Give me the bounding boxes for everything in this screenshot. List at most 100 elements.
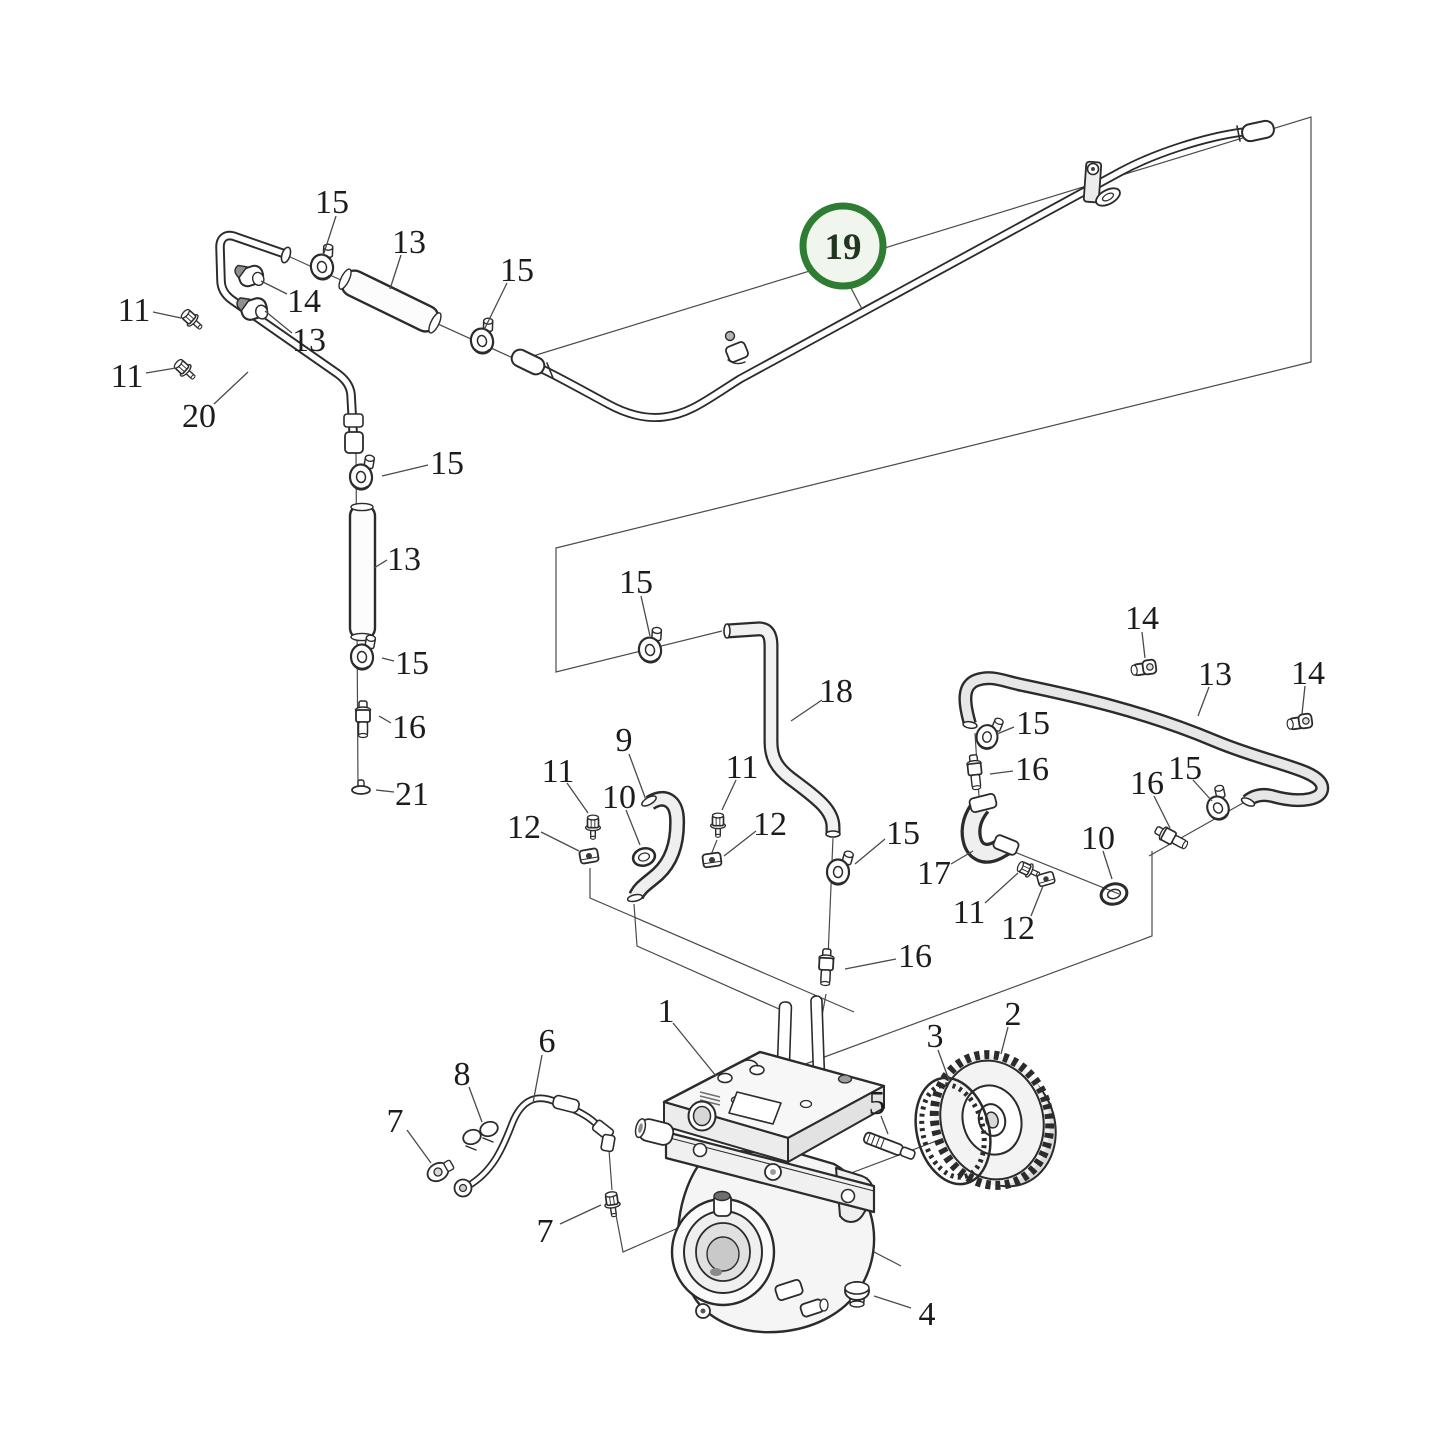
leader-line-15 [854, 838, 886, 865]
leader-line-8 [468, 1086, 483, 1123]
part-label-13: 13 [392, 224, 426, 261]
leader-line-13 [373, 559, 388, 569]
pipe-20 [215, 230, 364, 454]
hose-9 [626, 791, 686, 903]
leader-line-11 [152, 311, 182, 319]
hose-13-right [958, 671, 1330, 808]
fitting-14-b [1285, 712, 1314, 732]
fitting-16-d [1151, 822, 1191, 853]
leader-line-13 [1197, 686, 1210, 717]
elbow-hose-17 [960, 793, 1020, 864]
zone-outlines [519, 116, 1312, 1067]
fitting-14-a [1129, 658, 1158, 678]
part-label-7: 7 [387, 1103, 404, 1140]
leader-line-7 [559, 1204, 602, 1225]
clamp-15-f [825, 849, 856, 886]
leader-line-16 [378, 715, 392, 724]
part-label-15: 15 [500, 252, 534, 289]
leader-line-21 [375, 789, 395, 793]
compressor-assembly [634, 995, 886, 1334]
ring-10-a [629, 844, 659, 870]
fitting-16-b [816, 947, 836, 987]
part-label-15: 15 [315, 184, 349, 221]
part-label-12: 12 [507, 809, 541, 846]
part-label-12: 12 [753, 806, 787, 843]
leader-line-9 [628, 753, 647, 801]
leader-line-15 [322, 215, 337, 257]
leader-line-12 [540, 831, 580, 852]
shaft-5 [863, 1131, 916, 1160]
bolt-4 [844, 1281, 870, 1308]
pipe-18 [721, 621, 841, 839]
bolt-11-c [584, 814, 602, 841]
part-label-1: 1 [658, 993, 675, 1030]
part-label-6: 6 [539, 1023, 556, 1060]
leader-line-11 [984, 872, 1019, 904]
part-label-15: 15 [619, 564, 653, 601]
clip-14 [232, 257, 267, 293]
clamp-15-h [1197, 781, 1239, 825]
highlight-circle [799, 202, 887, 290]
bolt-11-a [177, 306, 207, 335]
plug-21 [351, 779, 371, 795]
leader-line-10 [1102, 850, 1113, 880]
part-label-9: 9 [616, 722, 633, 759]
leader-line-14 [1301, 685, 1306, 715]
leader-line-13 [389, 254, 402, 290]
part-label-10: 10 [602, 779, 636, 816]
leader-line-18 [790, 699, 823, 722]
hose-sleeve-13-top [338, 268, 442, 334]
leader-line-1 [672, 1022, 717, 1077]
part-label-3: 3 [927, 1018, 944, 1055]
clip-12-b [701, 851, 723, 869]
leader-line-2 [1000, 1026, 1009, 1055]
drive-gear-2 [929, 1050, 1057, 1190]
bolt-7-a [426, 1159, 455, 1183]
highlight-badge-19[interactable]: 19 [799, 202, 887, 310]
part-label-11: 11 [542, 753, 575, 790]
leader-line-15 [1192, 779, 1213, 802]
pipe-19-bracket [1082, 160, 1121, 207]
leader-line-5 [880, 1115, 889, 1135]
hose-6 [453, 1094, 616, 1198]
part-label-13: 13 [387, 541, 421, 578]
part-label-12: 12 [1001, 910, 1035, 947]
leader-line-7 [406, 1129, 432, 1164]
part-label-5: 5 [869, 1085, 886, 1122]
part-label-13: 13 [292, 322, 326, 359]
part-label-16: 16 [1130, 765, 1164, 802]
leader-line-15 [381, 657, 395, 662]
part-label-11: 11 [953, 894, 986, 931]
leader-line-15 [640, 595, 651, 637]
leader-line-15 [381, 464, 429, 477]
part-label-16: 16 [392, 709, 426, 746]
leader-line-11 [566, 782, 589, 814]
hose-sleeve-13-vertical [348, 502, 377, 642]
part-label-7: 7 [537, 1213, 554, 1250]
highlight-number: 19 [825, 227, 862, 268]
leader-line-14 [1141, 631, 1146, 659]
leader-line-13 [264, 310, 293, 334]
badge-leader-line [850, 287, 863, 310]
part-label-16: 16 [898, 938, 932, 975]
fitting-16-c [965, 753, 985, 792]
clamp-15-c [346, 452, 380, 492]
leader-line-15 [996, 726, 1015, 735]
bolt-11-b [170, 356, 200, 385]
leader-line-11 [145, 367, 177, 374]
part-label-18: 18 [819, 673, 853, 710]
part-label-13: 13 [1198, 656, 1232, 693]
leader-line-14 [260, 280, 288, 295]
part-label-16: 16 [1015, 751, 1049, 788]
part-label-20: 20 [182, 398, 216, 435]
part-label-4: 4 [919, 1296, 936, 1333]
clip-8 [462, 1120, 499, 1151]
leader-line-4 [873, 1295, 912, 1309]
part-label-11: 11 [118, 292, 151, 329]
leader-line-3 [937, 1049, 950, 1081]
part-label-17: 17 [917, 855, 951, 892]
part-label-10: 10 [1081, 820, 1115, 857]
leader-line-16 [1153, 795, 1171, 829]
